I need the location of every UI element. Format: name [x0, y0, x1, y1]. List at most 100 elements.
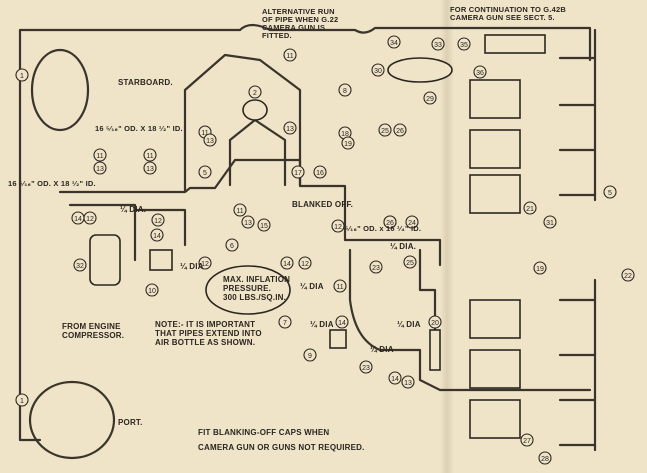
callout-26: 26 [383, 215, 397, 229]
callout-number: 14 [153, 233, 161, 240]
callout-15: 15 [257, 218, 271, 232]
callout-number: 14 [338, 320, 346, 327]
callout-number: 19 [536, 266, 544, 273]
callout-17: 17 [291, 165, 305, 179]
callout-12: 12 [331, 219, 345, 233]
callout-number: 36 [476, 70, 484, 77]
callout-10: 10 [145, 283, 159, 297]
callout-number: 20 [431, 320, 439, 327]
callout-11: 11 [283, 48, 297, 62]
callout-number: 34 [390, 40, 398, 47]
callout-number: 13 [404, 380, 412, 387]
callout-number: 25 [381, 128, 389, 135]
callout-25: 25 [378, 123, 392, 137]
callout-20: 20 [428, 315, 442, 329]
callout-number: 33 [434, 42, 442, 49]
callout-number: 26 [386, 220, 394, 227]
dia-label-3: ¼ DIA [180, 262, 204, 271]
filter-lower [329, 329, 347, 349]
callout-number: 13 [206, 138, 214, 145]
callout-number: 13 [286, 126, 294, 133]
callout-number: 17 [294, 170, 302, 177]
callout-11: 11 [143, 148, 157, 162]
callout-number: 29 [426, 96, 434, 103]
valve-2 [242, 99, 268, 121]
inner-pipe [228, 118, 287, 187]
callout-24: 24 [405, 215, 419, 229]
callout-number: 2 [253, 90, 257, 97]
central-loop [183, 53, 302, 192]
callout-number: 15 [260, 223, 268, 230]
callout-25: 25 [403, 255, 417, 269]
right-branches [558, 56, 597, 447]
callout-number: 31 [546, 220, 554, 227]
callout-number: 18 [341, 131, 349, 138]
callout-36: 36 [473, 65, 487, 79]
top-pipe [238, 23, 592, 62]
camera-gun-1 [469, 79, 521, 119]
note-label: NOTE:- IT IS IMPORTANT THAT PIPES EXTEND… [155, 320, 262, 347]
callout-number: 12 [154, 218, 162, 225]
callout-2: 2 [248, 85, 262, 99]
callout-5: 5 [603, 185, 617, 199]
bottom-pipe [348, 248, 592, 392]
pipe-size-label-2: 16 ⁵⁄₁₆" OD. X 18 ¹⁄₂" ID. [8, 179, 96, 188]
callout-number: 1 [20, 398, 24, 405]
callout-number: 5 [608, 190, 612, 197]
callout-13: 13 [203, 133, 217, 147]
callout-29: 29 [423, 91, 437, 105]
port-loop [28, 380, 116, 460]
callout-number: 27 [523, 438, 531, 445]
callout-23: 23 [369, 260, 383, 274]
callout-13: 13 [143, 161, 157, 175]
callout-number: 11 [201, 130, 208, 137]
callout-14: 14 [335, 315, 349, 329]
page-fold [440, 0, 454, 473]
callout-16: 16 [313, 165, 327, 179]
callout-13: 13 [93, 161, 107, 175]
port-label: PORT. [118, 418, 143, 427]
camera-gun-29 [387, 57, 453, 83]
callout-number: 23 [362, 365, 370, 372]
callout-number: 12 [201, 261, 209, 268]
continuation-note: FOR CONTINUATION TO G.42B CAMERA GUN SEE… [450, 5, 566, 22]
callout-31: 31 [543, 215, 557, 229]
callout-8: 8 [338, 83, 352, 97]
callout-number: 9 [308, 353, 312, 360]
callout-number: 12 [86, 216, 94, 223]
outer-pipe-left [18, 28, 242, 442]
callout-number: 24 [408, 220, 416, 227]
callout-number: 11 [336, 284, 343, 291]
callout-23: 23 [359, 360, 373, 374]
callout-number: 26 [396, 128, 404, 135]
callout-11: 11 [93, 148, 107, 162]
callout-number: 21 [526, 206, 534, 213]
dia-label-7: ¼ DIA [397, 320, 421, 329]
callout-number: 5 [203, 170, 207, 177]
pipe-size-label-1: 16 ⁵⁄₁₆" OD. X 18 ¹⁄₂" ID. [95, 124, 183, 133]
callout-30: 30 [371, 63, 385, 77]
callout-13: 13 [401, 375, 415, 389]
lower-branch [418, 248, 437, 342]
callout-33: 33 [431, 37, 445, 51]
camera-gun-4 [469, 299, 521, 339]
dia-label-2: ¼ DIA. [390, 242, 417, 251]
dia-label-4: ¼ DIA [300, 282, 324, 291]
callout-19: 19 [341, 136, 355, 150]
callout-number: 12 [301, 261, 309, 268]
callout-number: 11 [146, 153, 153, 160]
callout-34: 34 [387, 35, 401, 49]
callout-number: 25 [406, 260, 414, 267]
callout-number: 19 [344, 141, 352, 148]
callout-number: 14 [283, 261, 291, 268]
callout-12: 12 [83, 211, 97, 225]
callout-number: 14 [391, 376, 399, 383]
from-engine-label: FROM ENGINE COMPRESSOR. [62, 322, 125, 340]
callout-13: 13 [283, 121, 297, 135]
callout-number: 11 [96, 153, 103, 160]
callout-number: 22 [624, 273, 632, 280]
pipe-size-label-3: ⁵⁄₁₆" OD. x 16 ¹⁄₄" ID. [345, 224, 422, 233]
callout-11: 11 [333, 279, 347, 293]
callout-number: 23 [372, 265, 380, 272]
